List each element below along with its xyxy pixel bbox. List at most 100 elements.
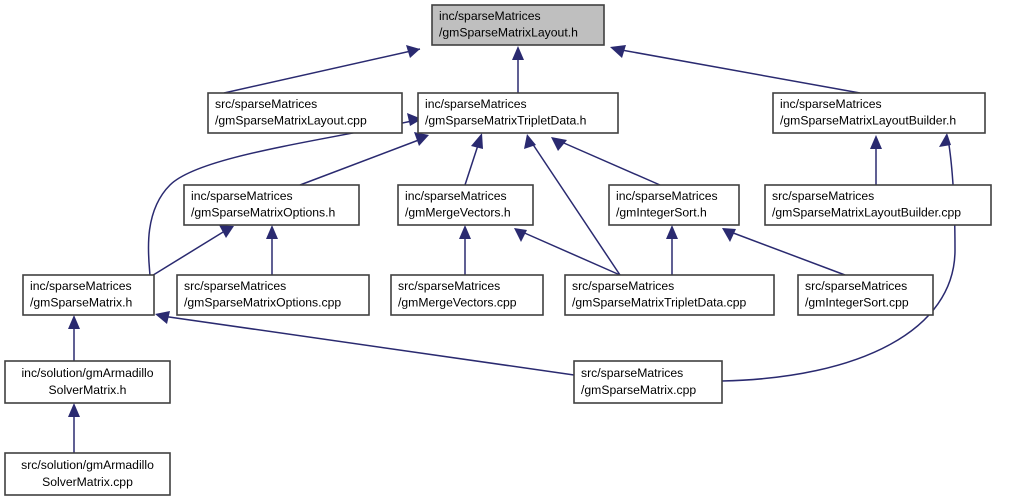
node-label-line2: /gmSparseMatrix.cpp: [581, 383, 696, 397]
graph-node[interactable]: inc/sparseMatrices/gmSparseMatrixOptions…: [183, 184, 360, 226]
graph-node[interactable]: inc/sparseMatrices/gmSparseMatrixTriplet…: [417, 92, 619, 134]
node-box[interactable]: [564, 274, 775, 316]
dependency-edge: [223, 45, 421, 94]
edge-line: [149, 228, 229, 278]
node-label-line2: SolverMatrix.cpp: [42, 475, 133, 489]
node-label-line2: /gmSparseMatrixTripletData.h: [425, 114, 586, 128]
node-box[interactable]: [4, 452, 171, 496]
edge-line: [721, 138, 956, 382]
node-box[interactable]: [22, 274, 155, 316]
node-label-line1: src/sparseMatrices: [581, 366, 683, 380]
edge-line: [727, 230, 846, 276]
edges-layer: [68, 45, 956, 453]
graph-node[interactable]: inc/sparseMatrices/gmIntegerSort.h: [608, 184, 740, 226]
dependency-edge: [68, 315, 80, 361]
edge-arrowhead-icon: [406, 45, 420, 58]
edge-line: [299, 137, 425, 186]
node-label-line2: /gmSparseMatrixOptions.cpp: [184, 296, 341, 310]
graph-node[interactable]: src/sparseMatrices/gmIntegerSort.cpp: [797, 274, 934, 316]
node-label-line1: inc/sparseMatrices: [425, 97, 527, 111]
node-box[interactable]: [176, 274, 370, 316]
node-label-line2: /gmSparseMatrixLayoutBuilder.h: [780, 114, 956, 128]
node-label-line1: src/sparseMatrices: [805, 279, 907, 293]
edge-arrowhead-icon: [266, 225, 278, 239]
node-box[interactable]: [431, 4, 605, 46]
edge-line: [519, 230, 621, 276]
node-label-line1: inc/sparseMatrices: [616, 189, 718, 203]
node-label-line1: inc/solution/gmArmadillo: [21, 366, 153, 380]
edge-arrowhead-icon: [551, 137, 567, 151]
graph-node[interactable]: src/sparseMatrices/gmSparseMatrix.cpp: [573, 360, 723, 404]
graph-node[interactable]: inc/sparseMatrices/gmSparseMatrixLayoutB…: [772, 92, 986, 134]
node-box[interactable]: [797, 274, 934, 316]
node-label-line2: /gmSparseMatrixLayout.cpp: [215, 114, 367, 128]
graph-node[interactable]: inc/sparseMatrices/gmMergeVectors.h: [397, 184, 534, 226]
node-label-line1: inc/sparseMatrices: [439, 9, 541, 23]
dependency-edge: [149, 225, 234, 278]
edge-line: [161, 315, 575, 376]
dependency-edge: [610, 45, 861, 94]
edge-arrowhead-icon: [939, 133, 951, 147]
dependency-edge: [722, 228, 846, 276]
node-label-line2: /gmSparseMatrixTripletData.cpp: [572, 296, 747, 310]
node-label-line2: /gmIntegerSort.h: [616, 206, 707, 220]
edge-arrowhead-icon: [524, 134, 536, 149]
node-label-line2: /gmIntegerSort.cpp: [805, 296, 909, 310]
graph-node[interactable]: src/sparseMatrices/gmSparseMatrixTriplet…: [564, 274, 775, 316]
edge-line: [147, 119, 417, 278]
dependency-edge: [524, 134, 621, 276]
dependency-edge: [514, 228, 621, 276]
edge-line: [556, 139, 661, 186]
node-box[interactable]: [417, 92, 619, 134]
dependency-edge: [459, 225, 471, 275]
node-box[interactable]: [390, 274, 544, 316]
dependency-edge: [68, 403, 80, 453]
nodes-layer: inc/sparseMatrices/gmSparseMatrixLayout.…: [4, 4, 992, 496]
node-label-line1: src/sparseMatrices: [772, 189, 874, 203]
node-label-line2: /gmSparseMatrixOptions.h: [191, 206, 335, 220]
graph-node[interactable]: src/sparseMatrices/gmSparseMatrixOptions…: [176, 274, 370, 316]
node-label-line1: src/sparseMatrices: [398, 279, 500, 293]
edge-arrowhead-icon: [407, 113, 422, 126]
node-box[interactable]: [207, 92, 403, 134]
edge-arrowhead-icon: [870, 135, 882, 149]
node-box[interactable]: [4, 360, 171, 404]
node-box[interactable]: [397, 184, 534, 226]
edge-arrowhead-icon: [722, 228, 736, 242]
node-box[interactable]: [764, 184, 992, 226]
graph-node-root[interactable]: inc/sparseMatrices/gmSparseMatrixLayout.…: [431, 4, 605, 46]
dependency-edge: [870, 135, 882, 185]
edge-arrowhead-icon: [414, 132, 429, 146]
node-label-line2: /gmMergeVectors.cpp: [398, 296, 517, 310]
edge-arrowhead-icon: [512, 46, 524, 60]
node-label-line1: src/sparseMatrices: [215, 97, 317, 111]
node-box[interactable]: [573, 360, 723, 404]
node-label-line1: inc/sparseMatrices: [405, 189, 507, 203]
graph-node[interactable]: inc/sparseMatrices/gmSparseMatrix.h: [22, 274, 155, 316]
graph-node[interactable]: src/sparseMatrices/gmSparseMatrixLayoutB…: [764, 184, 992, 226]
node-box[interactable]: [183, 184, 360, 226]
dependency-edge: [551, 137, 661, 186]
edge-arrowhead-icon: [514, 228, 527, 242]
edge-arrowhead-icon: [155, 311, 170, 324]
graph-node[interactable]: src/sparseMatrices/gmMergeVectors.cpp: [390, 274, 544, 316]
node-label-line1: inc/sparseMatrices: [30, 279, 132, 293]
dependency-edge: [464, 133, 483, 186]
graph-node[interactable]: src/sparseMatrices/gmSparseMatrixLayout.…: [207, 92, 403, 134]
node-label-line2: SolverMatrix.h: [49, 383, 127, 397]
edge-line: [615, 48, 861, 94]
edge-arrowhead-icon: [610, 45, 626, 58]
node-box[interactable]: [772, 92, 986, 134]
node-label-line1: inc/sparseMatrices: [191, 189, 293, 203]
dependency-edge: [512, 46, 524, 93]
edge-arrowhead-icon: [459, 225, 471, 239]
node-box[interactable]: [608, 184, 740, 226]
dependency-edge: [155, 311, 575, 376]
edge-line: [223, 48, 421, 94]
edge-arrowhead-icon: [219, 225, 234, 238]
node-label-line1: inc/sparseMatrices: [780, 97, 882, 111]
